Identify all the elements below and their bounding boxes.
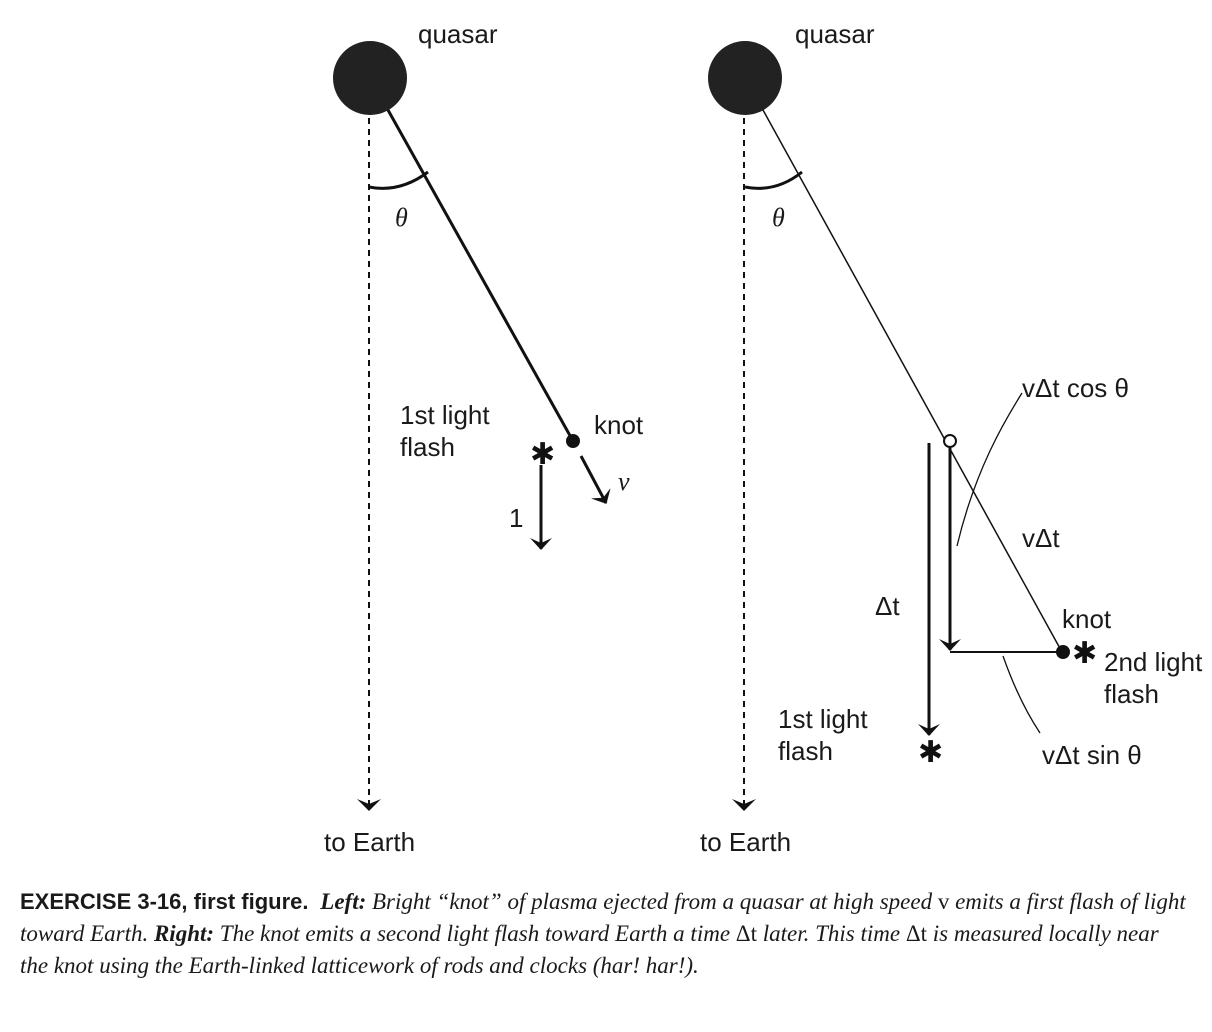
right-first-flash-label-1: 1st light bbox=[778, 704, 868, 734]
right-earth-label: to Earth bbox=[700, 827, 791, 857]
left-angle-label: θ bbox=[395, 203, 408, 232]
right-knot bbox=[1056, 645, 1070, 659]
caption-right-text-a: The knot emits a second light flash towa… bbox=[219, 921, 731, 946]
left-flash-label-1: 1st light bbox=[400, 400, 490, 430]
left-flash-star: ✱ bbox=[530, 437, 555, 472]
right-sin-leader bbox=[1002, 655, 1041, 734]
right-second-flash-star: ✱ bbox=[1072, 636, 1097, 671]
caption-left-tag: Left: bbox=[320, 889, 367, 914]
right-vdt-cos-label: vΔt cos θ bbox=[1022, 373, 1129, 403]
left-knot bbox=[566, 434, 580, 448]
left-panel: quasar to Earth θ knot v 1st light flash… bbox=[324, 19, 644, 857]
right-first-flash-position bbox=[943, 434, 957, 448]
caption-left-text-a: Bright “knot” of plasma ejected from a q… bbox=[372, 889, 933, 914]
caption-v-symbol: v bbox=[937, 889, 950, 914]
caption-right-text-b: later. This time bbox=[762, 921, 901, 946]
right-dt-label: Δt bbox=[875, 591, 900, 621]
right-quasar-label: quasar bbox=[795, 19, 875, 49]
left-knot-label: knot bbox=[594, 410, 644, 440]
left-velocity-arrow bbox=[579, 455, 611, 504]
left-earth-label: to Earth bbox=[324, 827, 415, 857]
left-angle-arc bbox=[368, 170, 429, 190]
caption-left-text-b: emits a first flash of light toward Eart… bbox=[20, 889, 1186, 946]
caption-right-tag: Right: bbox=[153, 921, 215, 946]
figure-caption: EXERCISE 3-16, first figure. Left: Brigh… bbox=[20, 886, 1192, 982]
right-quasar bbox=[708, 41, 782, 115]
right-first-flash-star: ✱ bbox=[918, 735, 943, 770]
caption-dt-symbol-1: Δt bbox=[735, 921, 757, 946]
right-panel: quasar to Earth θ ✱ knot 2nd light flash… bbox=[700, 19, 1203, 857]
right-knot-path bbox=[762, 109, 1063, 653]
caption-right-text-c: is measured locally near the knot using … bbox=[20, 921, 1159, 978]
right-second-flash-label-2: flash bbox=[1104, 679, 1159, 709]
left-light-arrow-label: 1 bbox=[509, 503, 523, 533]
left-quasar-label: quasar bbox=[418, 19, 498, 49]
caption-heading: EXERCISE 3-16, first figure. bbox=[20, 889, 309, 914]
right-vdt-label: vΔt bbox=[1022, 523, 1060, 553]
left-velocity-label: v bbox=[618, 467, 630, 496]
right-cos-leader bbox=[956, 392, 1023, 547]
left-flash-label-2: flash bbox=[400, 432, 455, 462]
left-quasar bbox=[333, 41, 407, 115]
caption-dt-symbol-2: Δt bbox=[905, 921, 928, 946]
right-angle-label: θ bbox=[772, 203, 785, 232]
right-knot-label: knot bbox=[1062, 604, 1112, 634]
right-first-flash-label-2: flash bbox=[778, 736, 833, 766]
right-vdt-sin-label: vΔt sin θ bbox=[1042, 740, 1142, 770]
left-knot-path bbox=[386, 109, 575, 442]
quasar-knot-diagram: quasar to Earth θ knot v 1st light flash… bbox=[324, 19, 1203, 857]
right-angle-arc bbox=[744, 170, 803, 190]
right-second-flash-label-1: 2nd light bbox=[1104, 647, 1203, 677]
